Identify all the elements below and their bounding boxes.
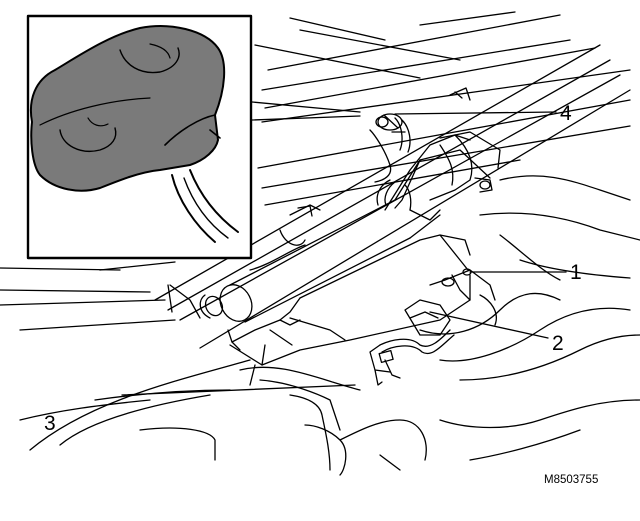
callout-2: 2 <box>552 332 564 355</box>
inset-cable <box>171 169 239 243</box>
callout-leaders <box>121 111 567 396</box>
bracket <box>384 134 493 221</box>
cable-harness <box>279 179 455 386</box>
grab-handle-sensor <box>369 129 392 183</box>
leader-3 <box>121 384 356 396</box>
callout-1: 1 <box>570 261 582 284</box>
leader-2 <box>429 311 549 339</box>
roll-cylinder <box>199 159 441 323</box>
leader-4 <box>394 111 557 115</box>
callout-4: 4 <box>560 102 572 125</box>
housing-box <box>227 234 471 386</box>
rail-fixings <box>297 87 501 217</box>
figure-id: M8503755 <box>544 474 599 486</box>
bulb-holder-cap <box>29 25 226 192</box>
inset-pointer-upper <box>251 101 361 113</box>
callout-3: 3 <box>44 412 56 435</box>
inset-pointer-lower <box>251 115 361 121</box>
